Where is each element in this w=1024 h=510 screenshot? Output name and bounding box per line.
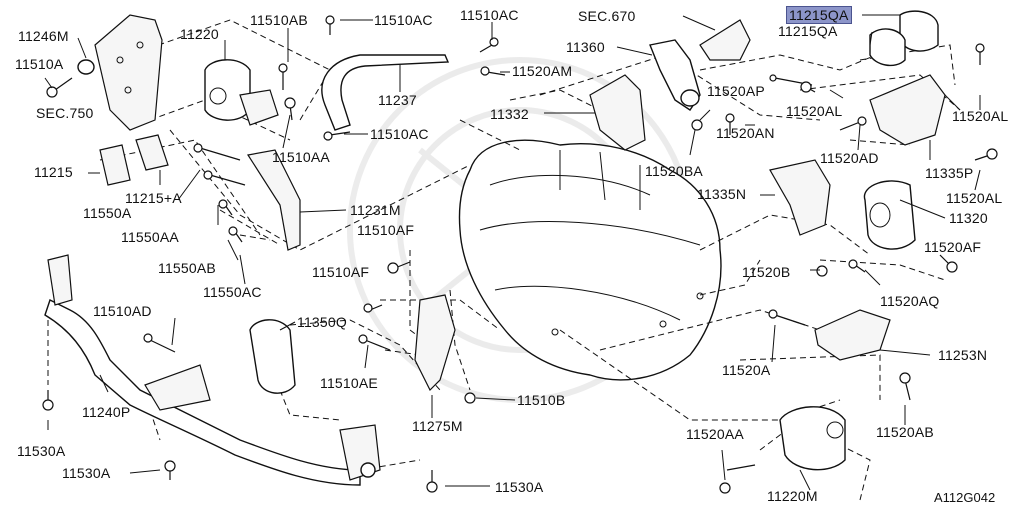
label-11510AA[interactable]: 11510AA <box>272 149 330 165</box>
label-11510AC-top[interactable]: 11510AC <box>374 12 433 28</box>
label-11520B[interactable]: 11520B <box>742 264 791 280</box>
leader-lines <box>44 14 981 491</box>
label-11215QA-highlighted[interactable]: 11215QA <box>786 6 852 24</box>
label-11510AB[interactable]: 11510AB <box>250 12 308 28</box>
label-11520AB[interactable]: 11520AB <box>876 424 934 440</box>
label-11332[interactable]: 11332 <box>490 106 529 122</box>
label-11550AA[interactable]: 11550AA <box>121 229 179 245</box>
label-11520AL-3[interactable]: 11520AL <box>946 190 1003 206</box>
label-11510AF-2[interactable]: 11510AF <box>312 264 370 280</box>
label-11510A[interactable]: 11510A <box>15 56 64 72</box>
label-11320[interactable]: 11320 <box>949 210 988 226</box>
label-11215QA[interactable]: 11215QA <box>778 23 838 39</box>
engine-block <box>458 139 722 381</box>
label-11360[interactable]: 11360 <box>566 39 605 55</box>
label-11510AC-top-2[interactable]: 11510AC <box>460 7 519 23</box>
label-11530A-3[interactable]: 11530A <box>495 479 544 495</box>
fasteners <box>42 15 998 494</box>
label-11220M[interactable]: 11220M <box>767 488 818 504</box>
label-11520A[interactable]: 11520A <box>722 362 771 378</box>
label-11550AB[interactable]: 11550AB <box>158 260 216 276</box>
label-11510AC-mid[interactable]: 11510AC <box>370 126 429 142</box>
label-11520AN[interactable]: 11520AN <box>716 125 775 141</box>
label-11246M[interactable]: 11246M <box>18 28 69 44</box>
label-sec670[interactable]: SEC.670 <box>578 8 636 24</box>
label-11520AQ[interactable]: 11520AQ <box>880 293 940 309</box>
label-11220[interactable]: 11220 <box>180 26 219 42</box>
label-11520AL-1[interactable]: 11520AL <box>786 103 843 119</box>
label-11520AA[interactable]: 11520AA <box>686 426 744 442</box>
label-11510B[interactable]: 11510B <box>517 392 566 408</box>
label-11510AE[interactable]: 11510AE <box>320 375 378 391</box>
label-11231M[interactable]: 11231M <box>350 202 401 218</box>
label-11530A-1[interactable]: 11530A <box>17 443 66 459</box>
label-11237[interactable]: 11237 <box>378 92 417 108</box>
label-11275M[interactable]: 11275M <box>412 418 463 434</box>
label-11350Q[interactable]: 11350Q <box>297 314 347 330</box>
label-11510AD[interactable]: 11510AD <box>93 303 152 319</box>
label-11215-plus-a[interactable]: 11215+A <box>125 190 182 206</box>
label-11550A[interactable]: 11550A <box>83 205 132 221</box>
label-11510AF[interactable]: 11510AF <box>357 222 415 238</box>
label-11550AC[interactable]: 11550AC <box>203 284 262 300</box>
label-11253N[interactable]: 11253N <box>938 347 988 363</box>
label-11240P[interactable]: 11240P <box>82 404 131 420</box>
label-sec750[interactable]: SEC.750 <box>36 105 94 121</box>
label-11215[interactable]: 11215 <box>34 164 73 180</box>
label-11520AM[interactable]: 11520AM <box>512 63 573 79</box>
label-11520AP[interactable]: 11520AP <box>707 83 765 99</box>
label-11335N[interactable]: 11335N <box>697 186 747 202</box>
part-shapes <box>44 10 946 486</box>
label-11520AL-2[interactable]: 11520AL <box>952 108 1009 124</box>
label-11335P[interactable]: 11335P <box>925 165 974 181</box>
label-11520BA[interactable]: 11520BA <box>645 163 703 179</box>
diagram-code: A112G042 <box>934 490 996 505</box>
label-11530A-2[interactable]: 11530A <box>62 465 111 481</box>
label-11520AF[interactable]: 11520AF <box>924 239 982 255</box>
label-11520AD[interactable]: 11520AD <box>820 150 879 166</box>
